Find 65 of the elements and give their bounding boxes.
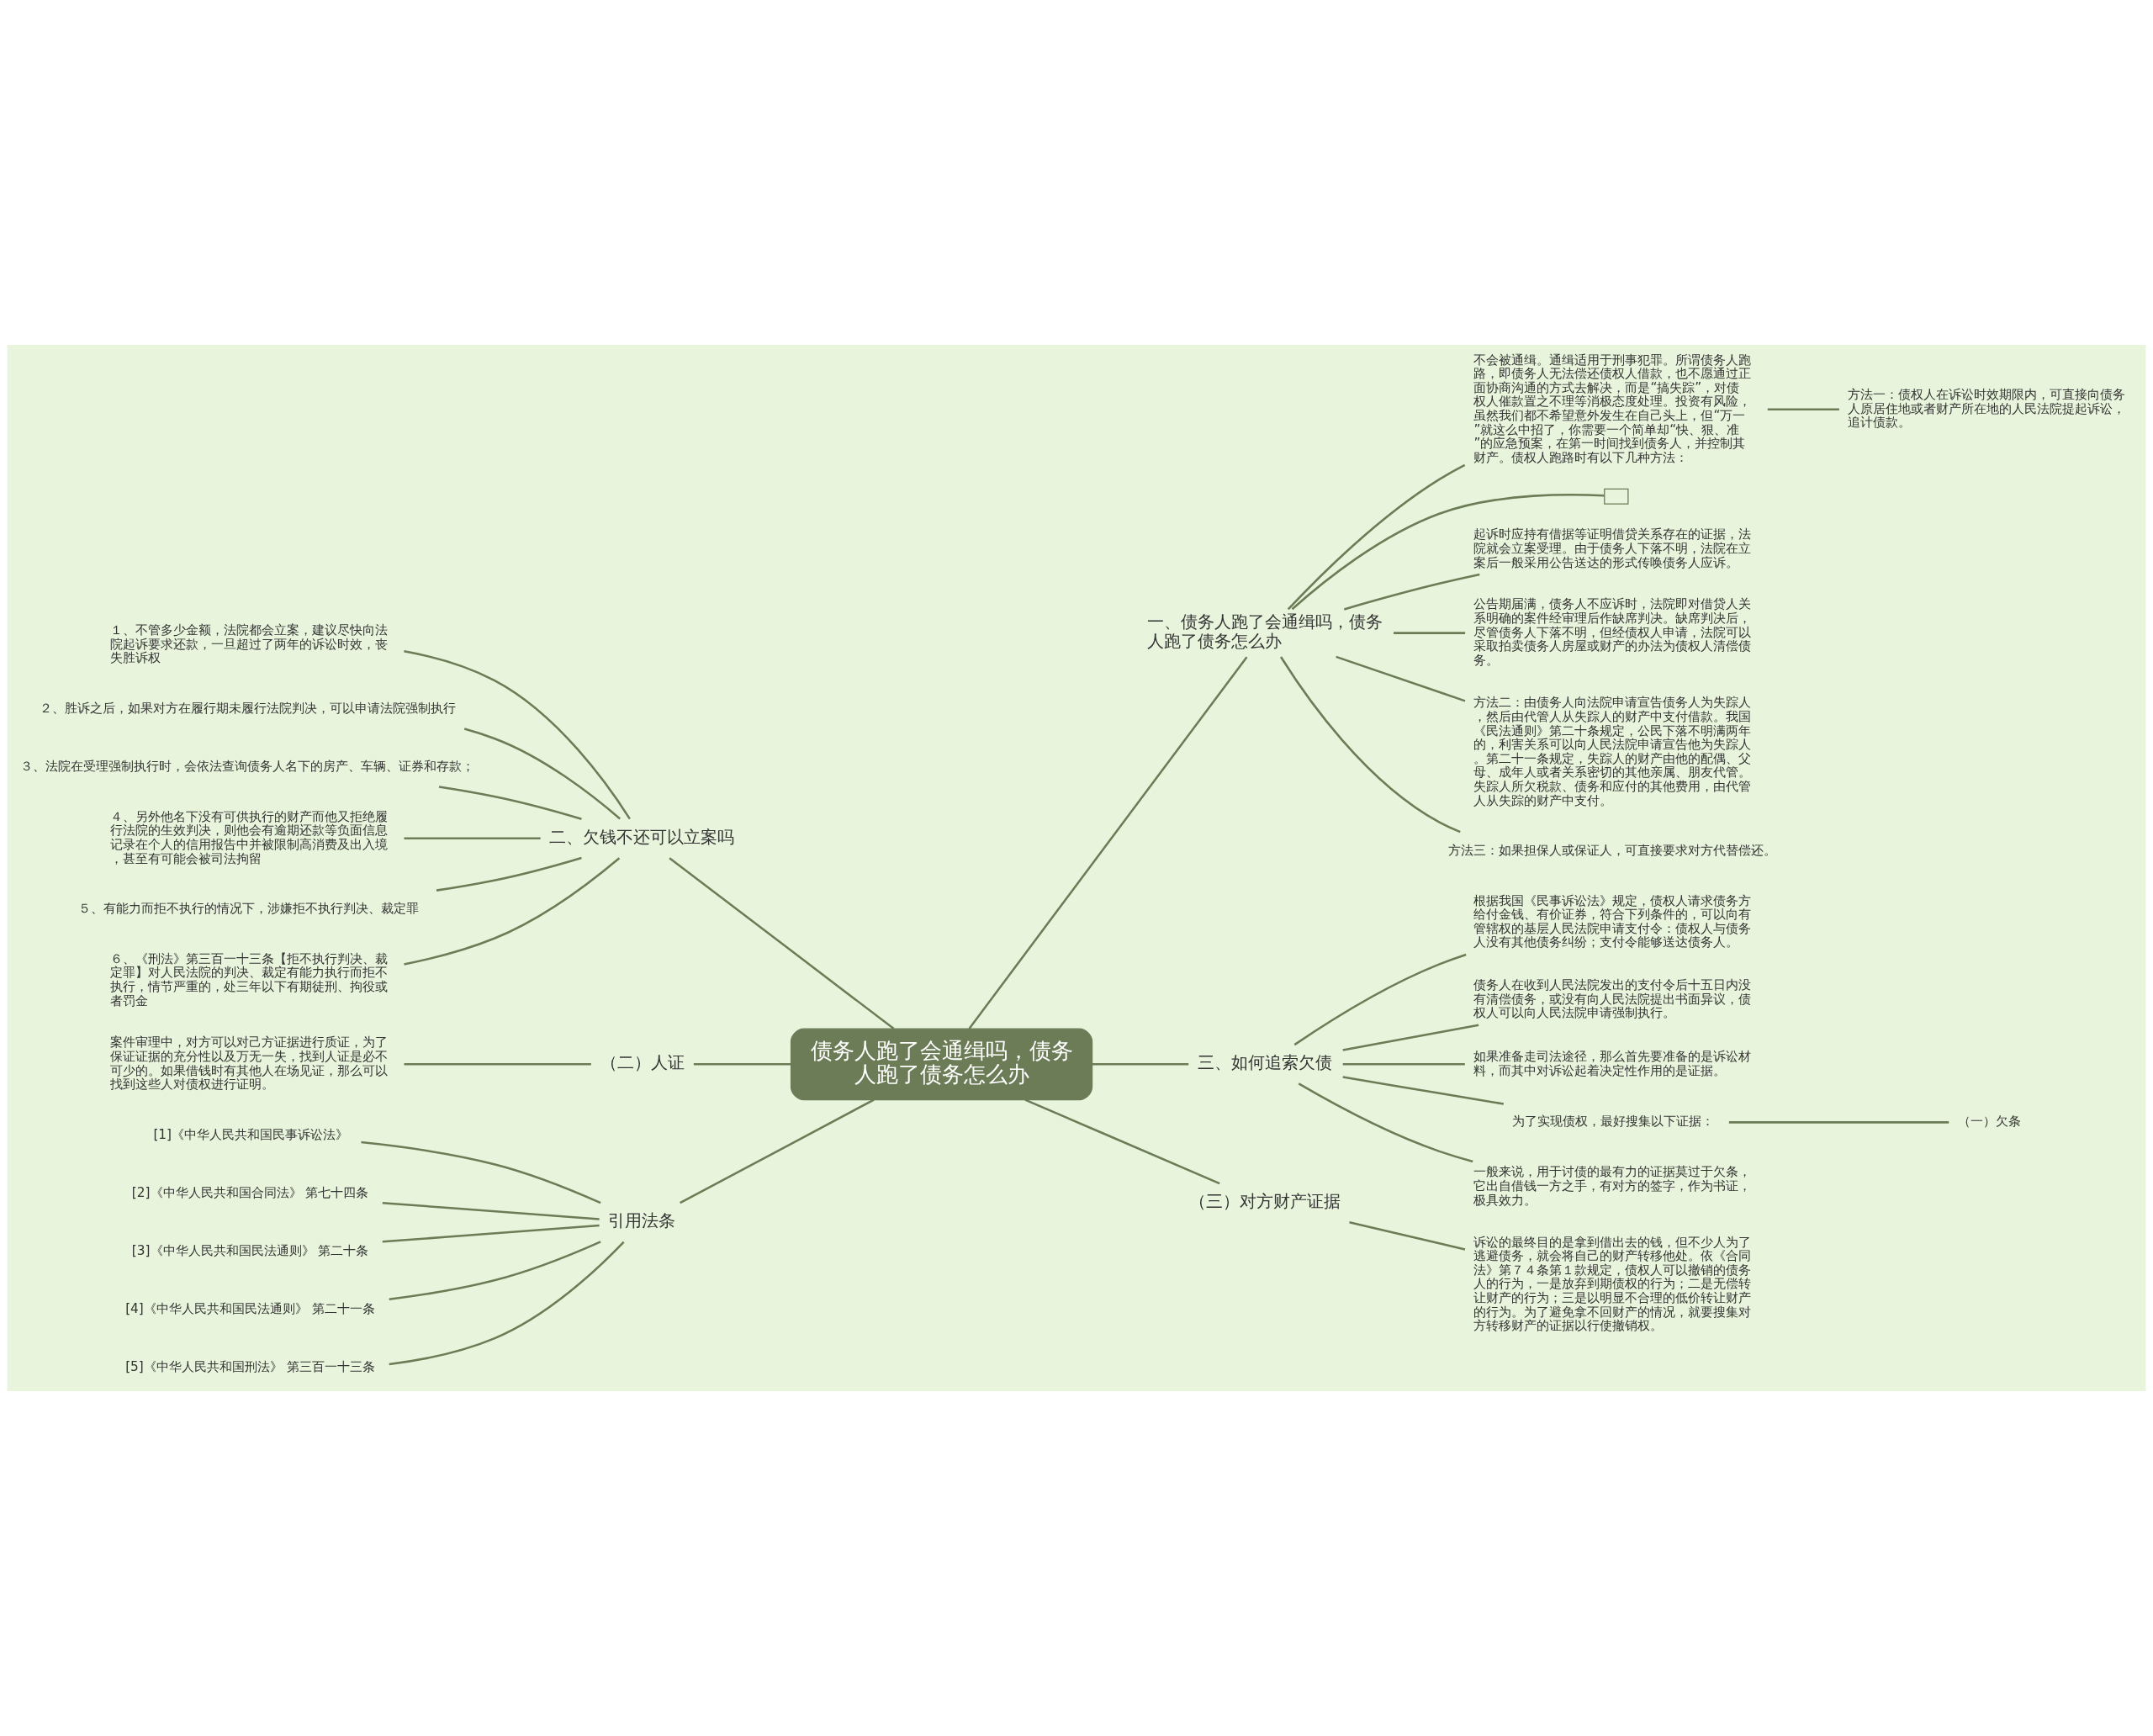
connector (382, 1224, 600, 1243)
connector (1394, 632, 1466, 634)
node-text: ４、另外他名下没有可供执行的财产而他又拒绝履行法院的生效判决，则他会有逾期还款等负面信息记录在个人的信用报告中并被限制高消费及出入境，甚至有可能会被司法拘留 (110, 808, 389, 866)
connector (1293, 953, 1467, 1046)
node-text: [2]《中华人民共和国合同法》 第七十四条 (131, 1184, 369, 1200)
connector (1279, 656, 1461, 834)
connector (1728, 1121, 1949, 1124)
node-text: 公告期届满，债务人不应诉时，法院即对借贷人关系明确的案件经审理后作缺席判决。缺席判决后，尽管债务人下落不明，但经债权人申请，法院可以采取拍卖债务人房屋或财产的办法为债权人清偿债务。 (1473, 596, 1752, 668)
node-text: 如果准备走司法途径，那么首先要准备的是诉讼材料，而其中对诉讼起着决定性作用的是证据。 (1473, 1048, 1752, 1078)
connector (1291, 493, 1605, 611)
node-text: 一、债务人跑了会通缉吗，债务人跑了债务怎么办 (1146, 611, 1383, 652)
node-text: 三、如何追索欠债 (1197, 1052, 1332, 1073)
connector (1342, 1063, 1465, 1066)
node-text: ２、胜诉之后，如果对方在履行期未履行法院判决，可以申请法院强制执行 (39, 701, 456, 717)
node-text: （二）人证 (600, 1052, 685, 1073)
connector (1343, 573, 1480, 611)
connector (1767, 408, 1839, 410)
connector (463, 728, 621, 820)
connector (382, 1201, 600, 1220)
connector (1024, 1098, 1220, 1185)
node-text: 方法二：由债务人向法院申请宣告债务人为失踪人，然后由代管人从失踪人的财产中支付借款。我国《民法通则》第二十条规定，公民下落不明满两年的，利害关系可以向人民法院申请宣告他为失踪人。第二十一条规定，失踪人的财产由他的配偶、父母、成年人或者关系密切的其他亲属、朋友代管。失踪人所欠税款、债务和应付的其他费用，由代管人从失踪的财产中支付。 (1473, 695, 1752, 808)
node-text: ６、《刑法》第三百一十三条【拒不执行判决、裁定罪】对人民法院的判决、裁定有能力执行而拒不执行，情节严重的，处三年以下有期徒刑、拘役或者罚金 (110, 950, 389, 1008)
connector (669, 857, 895, 1030)
node-text: 案件审理中，对方可以对己方证据进行质证，为了保证证据的充分性以及万无一失，找到人证是必不可少的。如果借钱时有其他人在场见证，那么可以找到这些人对债权进行证明。 (110, 1035, 389, 1093)
node-text: 诉讼的最终目的是拿到借出去的钱，但不少人为了逃避债务，就会将自己的财产转移他处。依《合同法》第７４条第１款规定，债权人可以撤销的债务人的行为，一是放弃到期债权的行为；二是无偿转让财产的行为；三是以明显不合理的低价转让财产的行为。为了避免拿不回财产的情况，就要搜集对方转移财产的证据以行使撤销权。 (1473, 1234, 1752, 1334)
node-text: （一）欠条 (1957, 1114, 2021, 1130)
node-text: 一般来说，用于讨债的最有力的证据莫过于欠条，它出自借钱一方之手，有对方的签字，作为书证，极具效力。 (1473, 1164, 1752, 1208)
connector (1342, 1076, 1505, 1105)
node-text: 为了实现债权，最好搜集以下证据： (1512, 1114, 1715, 1130)
connector (404, 650, 631, 820)
node-text: １、不管多少金额，法院都会立案，建议尽快向法院起诉要求还款，一旦超过了两年的诉讼时效，丧失胜诉权 (110, 622, 389, 666)
connector (389, 1241, 601, 1300)
node-text: 根据我国《民事诉讼法》规定，债权人请求债务方给付金钱、有价证券，符合下列条件的，可以向有管辖权的基层人民法院申请支付令：债权人与债务人没有其他债务纠纷；支付令能够送达债务人。 (1473, 892, 1752, 950)
connector (1342, 1024, 1479, 1051)
connector (1336, 655, 1466, 702)
connector (361, 1141, 601, 1204)
connector (1092, 1063, 1189, 1066)
node-text: 不会被通缉。通缉适用于刑事犯罪。所谓债务人跑路，即债务人无法偿还债权人借款，也不愿通过正面协商沟通的方式去解决，而是“搞失踪”，对债权人催款置之不理等消极态度处理。投资有风险，虽然我们都不希望意外发生在自己头上，但“万一”就这么中招了，你需要一个简单却“快、狠、准”的应急预案，在第一时间找到债务人，并控制其财产。债权人跑路时有以下几种方法： (1473, 352, 1752, 465)
node-text: 引用法条 (608, 1210, 676, 1231)
node-text: 起诉时应持有借据等证明借贷关系存在的证据，法院就会立案受理。由于债务人下落不明，法院在立案后一般采用公告送达的形式传唤债务人应诉。 (1473, 527, 1752, 570)
node-text: 方法一：债权人在诉讼时效期限内，可直接向债务人原居住地或者财产所在地的人民法院提起诉讼，追计债款。 (1848, 387, 2126, 431)
connector (404, 1063, 591, 1066)
node-text: [5]《中华人民共和国刑法》 第三百一十三条 (125, 1358, 375, 1374)
node-text: ５、有能力而拒不执行的情况下，涉嫌拒不执行判决、裁定罪 (77, 901, 419, 917)
node-text: [3]《中华人民共和国民法通则》 第二十条 (131, 1242, 369, 1258)
node-box: 债务人跑了会通缉吗，债务人跑了债务怎么办 (790, 1028, 1093, 1101)
connector (389, 1241, 625, 1366)
connector (404, 837, 541, 840)
node-text: [1]《中华人民共和国民事诉讼法》 (153, 1126, 349, 1142)
connector (693, 1063, 791, 1066)
node-text: 方法三：如果担保人或保证人，可直接要求对方代替偿还。 (1447, 843, 1776, 859)
connector (680, 1098, 875, 1204)
node-text: 债务人在收到人民法院发出的支付令后十五日内没有清偿债务，或没有向人民法院提出书面异议，债权人可以向人民法院申请强制执行。 (1473, 977, 1752, 1021)
connector (968, 656, 1248, 1029)
connector (438, 786, 582, 820)
node-box (1604, 488, 1629, 505)
node-text: 二、欠钱不还可以立案吗 (548, 826, 734, 847)
connector (404, 857, 621, 966)
connector (1349, 1221, 1466, 1251)
node-text: ３、法院在受理强制执行时，会依法查询债务人名下的房产、车辆、证券和存款； (19, 759, 474, 775)
node-text: （三）对方财产证据 (1189, 1191, 1341, 1212)
node-text: [4]《中华人民共和国民法通则》 第二十一条 (125, 1300, 375, 1316)
connector (1287, 463, 1466, 611)
connector (1298, 1082, 1473, 1163)
connector (436, 856, 582, 892)
